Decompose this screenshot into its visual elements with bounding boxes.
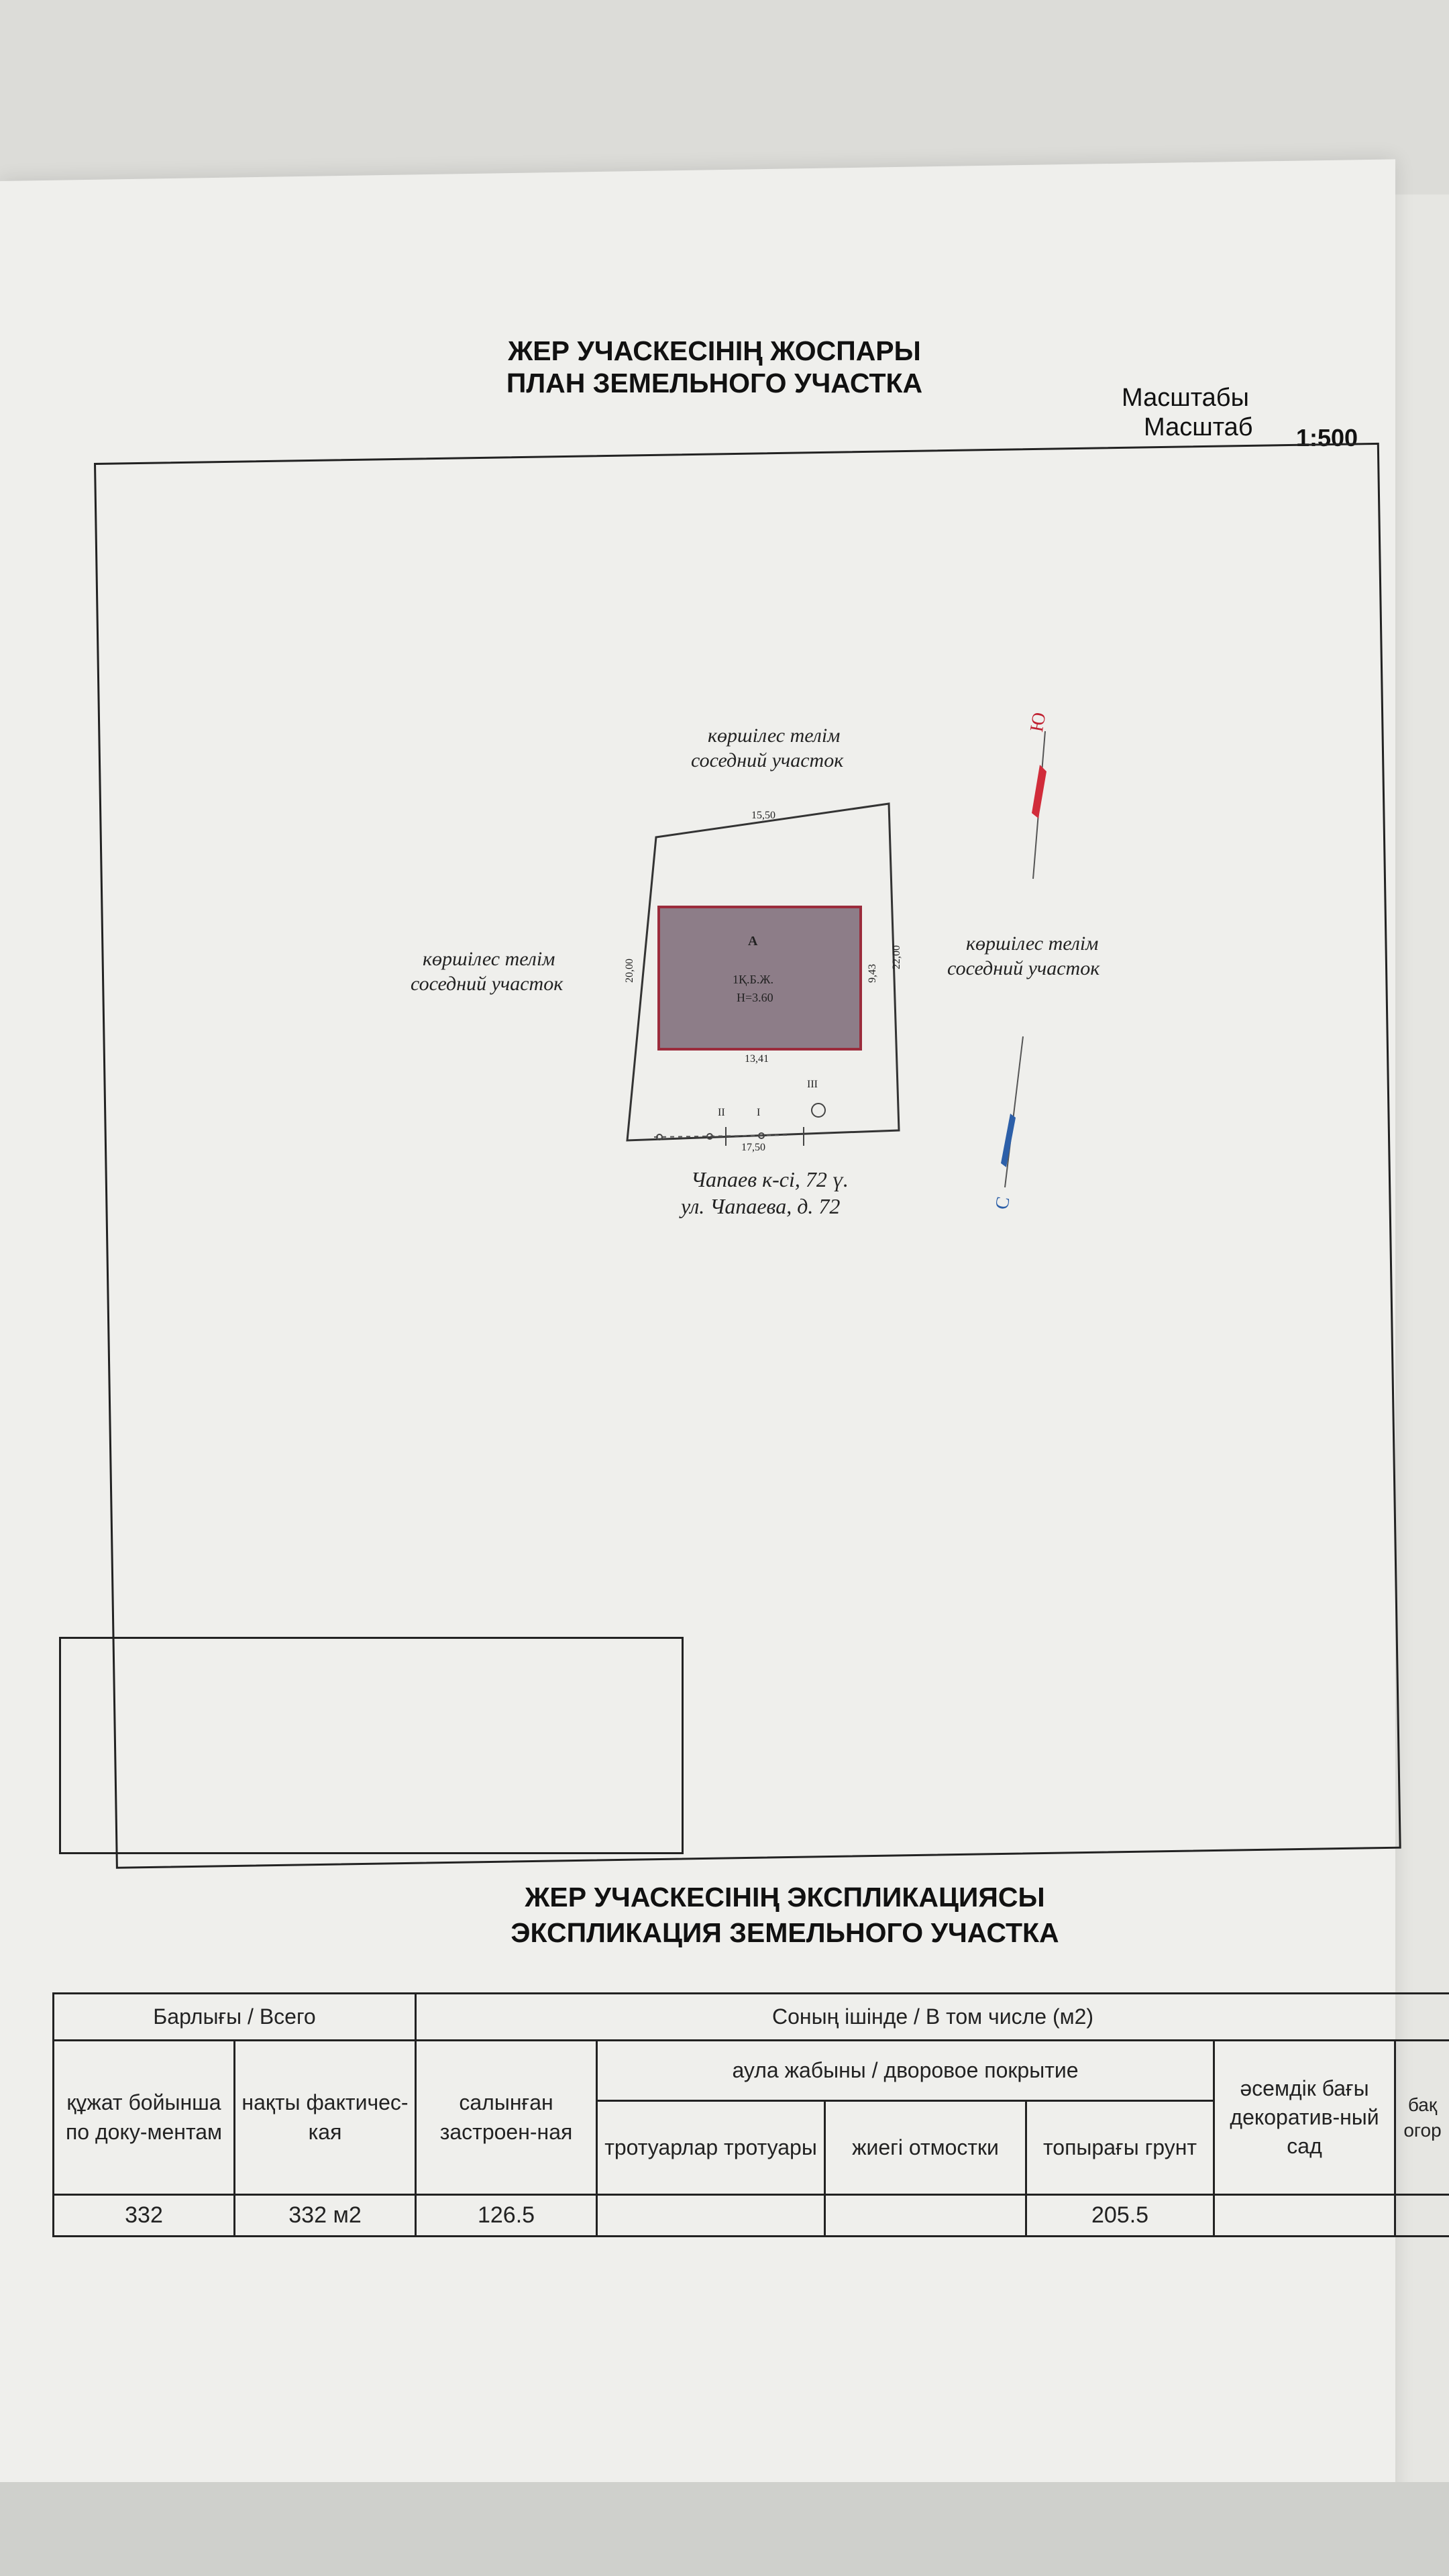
neighbor-top-ru: соседний участок <box>691 749 844 771</box>
dim-building-bottom: 13,41 <box>745 1053 769 1065</box>
value-doc: 332 <box>52 2194 235 2237</box>
explication-table: Барлығы / Всего Соның ішінде / В том чис… <box>52 1992 1449 2237</box>
col-blind: жиегі отмостки <box>824 2100 1028 2196</box>
dim-top: 15,50 <box>751 810 775 821</box>
scale-label-kz: Масштабы <box>1122 384 1249 412</box>
col-built: салынған застроен-ная <box>415 2039 598 2196</box>
scale-label-ru: Масштаб <box>1144 413 1253 441</box>
col-garden: әсемдік бағы декоратив-ный сад <box>1213 2039 1397 2196</box>
table-surface <box>0 2482 1449 2576</box>
explication-title-kz: ЖЕР УЧАСКЕСІНІҢ ЭКСПЛИКАЦИЯСЫ <box>525 1882 1045 1913</box>
neighbor-left-ru: соседний участок <box>411 973 564 995</box>
compass-line-south <box>1004 1036 1024 1188</box>
neighbor-right-ru: соседний участок <box>947 957 1100 979</box>
building-letter: А <box>748 934 758 949</box>
dim-bottom: 17,50 <box>741 1142 765 1153</box>
value-built: 126.5 <box>415 2194 598 2237</box>
explication-title-ru: ЭКСПЛИКАЦИЯ ЗЕМЕЛЬНОГО УЧАСТКА <box>511 1917 1059 1948</box>
value-garden <box>1213 2194 1397 2237</box>
address-ru: ул. Чапаева, д. 72 <box>681 1194 841 1218</box>
yard-cover-header: аула жабыны / дворовое покрытие <box>596 2039 1216 2102</box>
building-footprint <box>657 906 862 1051</box>
value-soil: 205.5 <box>1025 2194 1216 2237</box>
col-garden-partial: бақ огор <box>1394 2039 1449 2196</box>
stamp-box <box>59 1637 684 1854</box>
dim-building-side: 9,43 <box>867 964 878 983</box>
well-icon <box>811 1103 826 1118</box>
value-partial <box>1394 2194 1449 2237</box>
col-doc: құжат бойынша по доку-ментам <box>52 2039 235 2196</box>
compass-north-label: Ю <box>1026 710 1051 734</box>
marker-iii: III <box>807 1079 818 1090</box>
plan-title-ru: ПЛАН ЗЕМЕЛЬНОГО УЧАСТКА <box>506 368 923 398</box>
north-arrow-icon <box>1032 765 1046 818</box>
scale-value: 1:500 <box>1296 424 1358 451</box>
neighbor-right-kz: көршілес телім <box>966 932 1099 955</box>
value-actual: 332 м2 <box>233 2194 417 2237</box>
address-kz: Чапаев к-сі, 72 ү. <box>691 1167 849 1191</box>
plot-boundary <box>626 802 900 1142</box>
neighbor-top-kz: көршілес телім <box>708 724 841 747</box>
total-header: Барлығы / Всего <box>52 1992 417 2041</box>
marker-i: I <box>757 1107 761 1118</box>
value-blind <box>824 2194 1028 2237</box>
building-height: Н=3.60 <box>737 991 773 1004</box>
marker-ii: II <box>718 1107 725 1118</box>
dim-right: 22,00 <box>891 945 902 969</box>
col-soil: топырағы грунт <box>1025 2100 1216 2196</box>
dim-left: 20,00 <box>624 959 635 983</box>
building-mark: 1Қ.Б.Ж. <box>733 973 773 986</box>
south-arrow-icon <box>1001 1114 1016 1167</box>
frontage-line <box>653 1134 789 1138</box>
including-header: Соның ішінде / В том числе (м2) <box>415 1992 1449 2041</box>
col-sidewalks: тротуарлар тротуары <box>596 2100 826 2196</box>
col-actual: нақты фактичес-кая <box>233 2039 417 2196</box>
value-sidewalks <box>596 2194 826 2237</box>
neighbor-left-kz: көршілес телім <box>423 948 555 970</box>
plan-title-kz: ЖЕР УЧАСКЕСІНІҢ ЖОСПАРЫ <box>508 335 921 366</box>
